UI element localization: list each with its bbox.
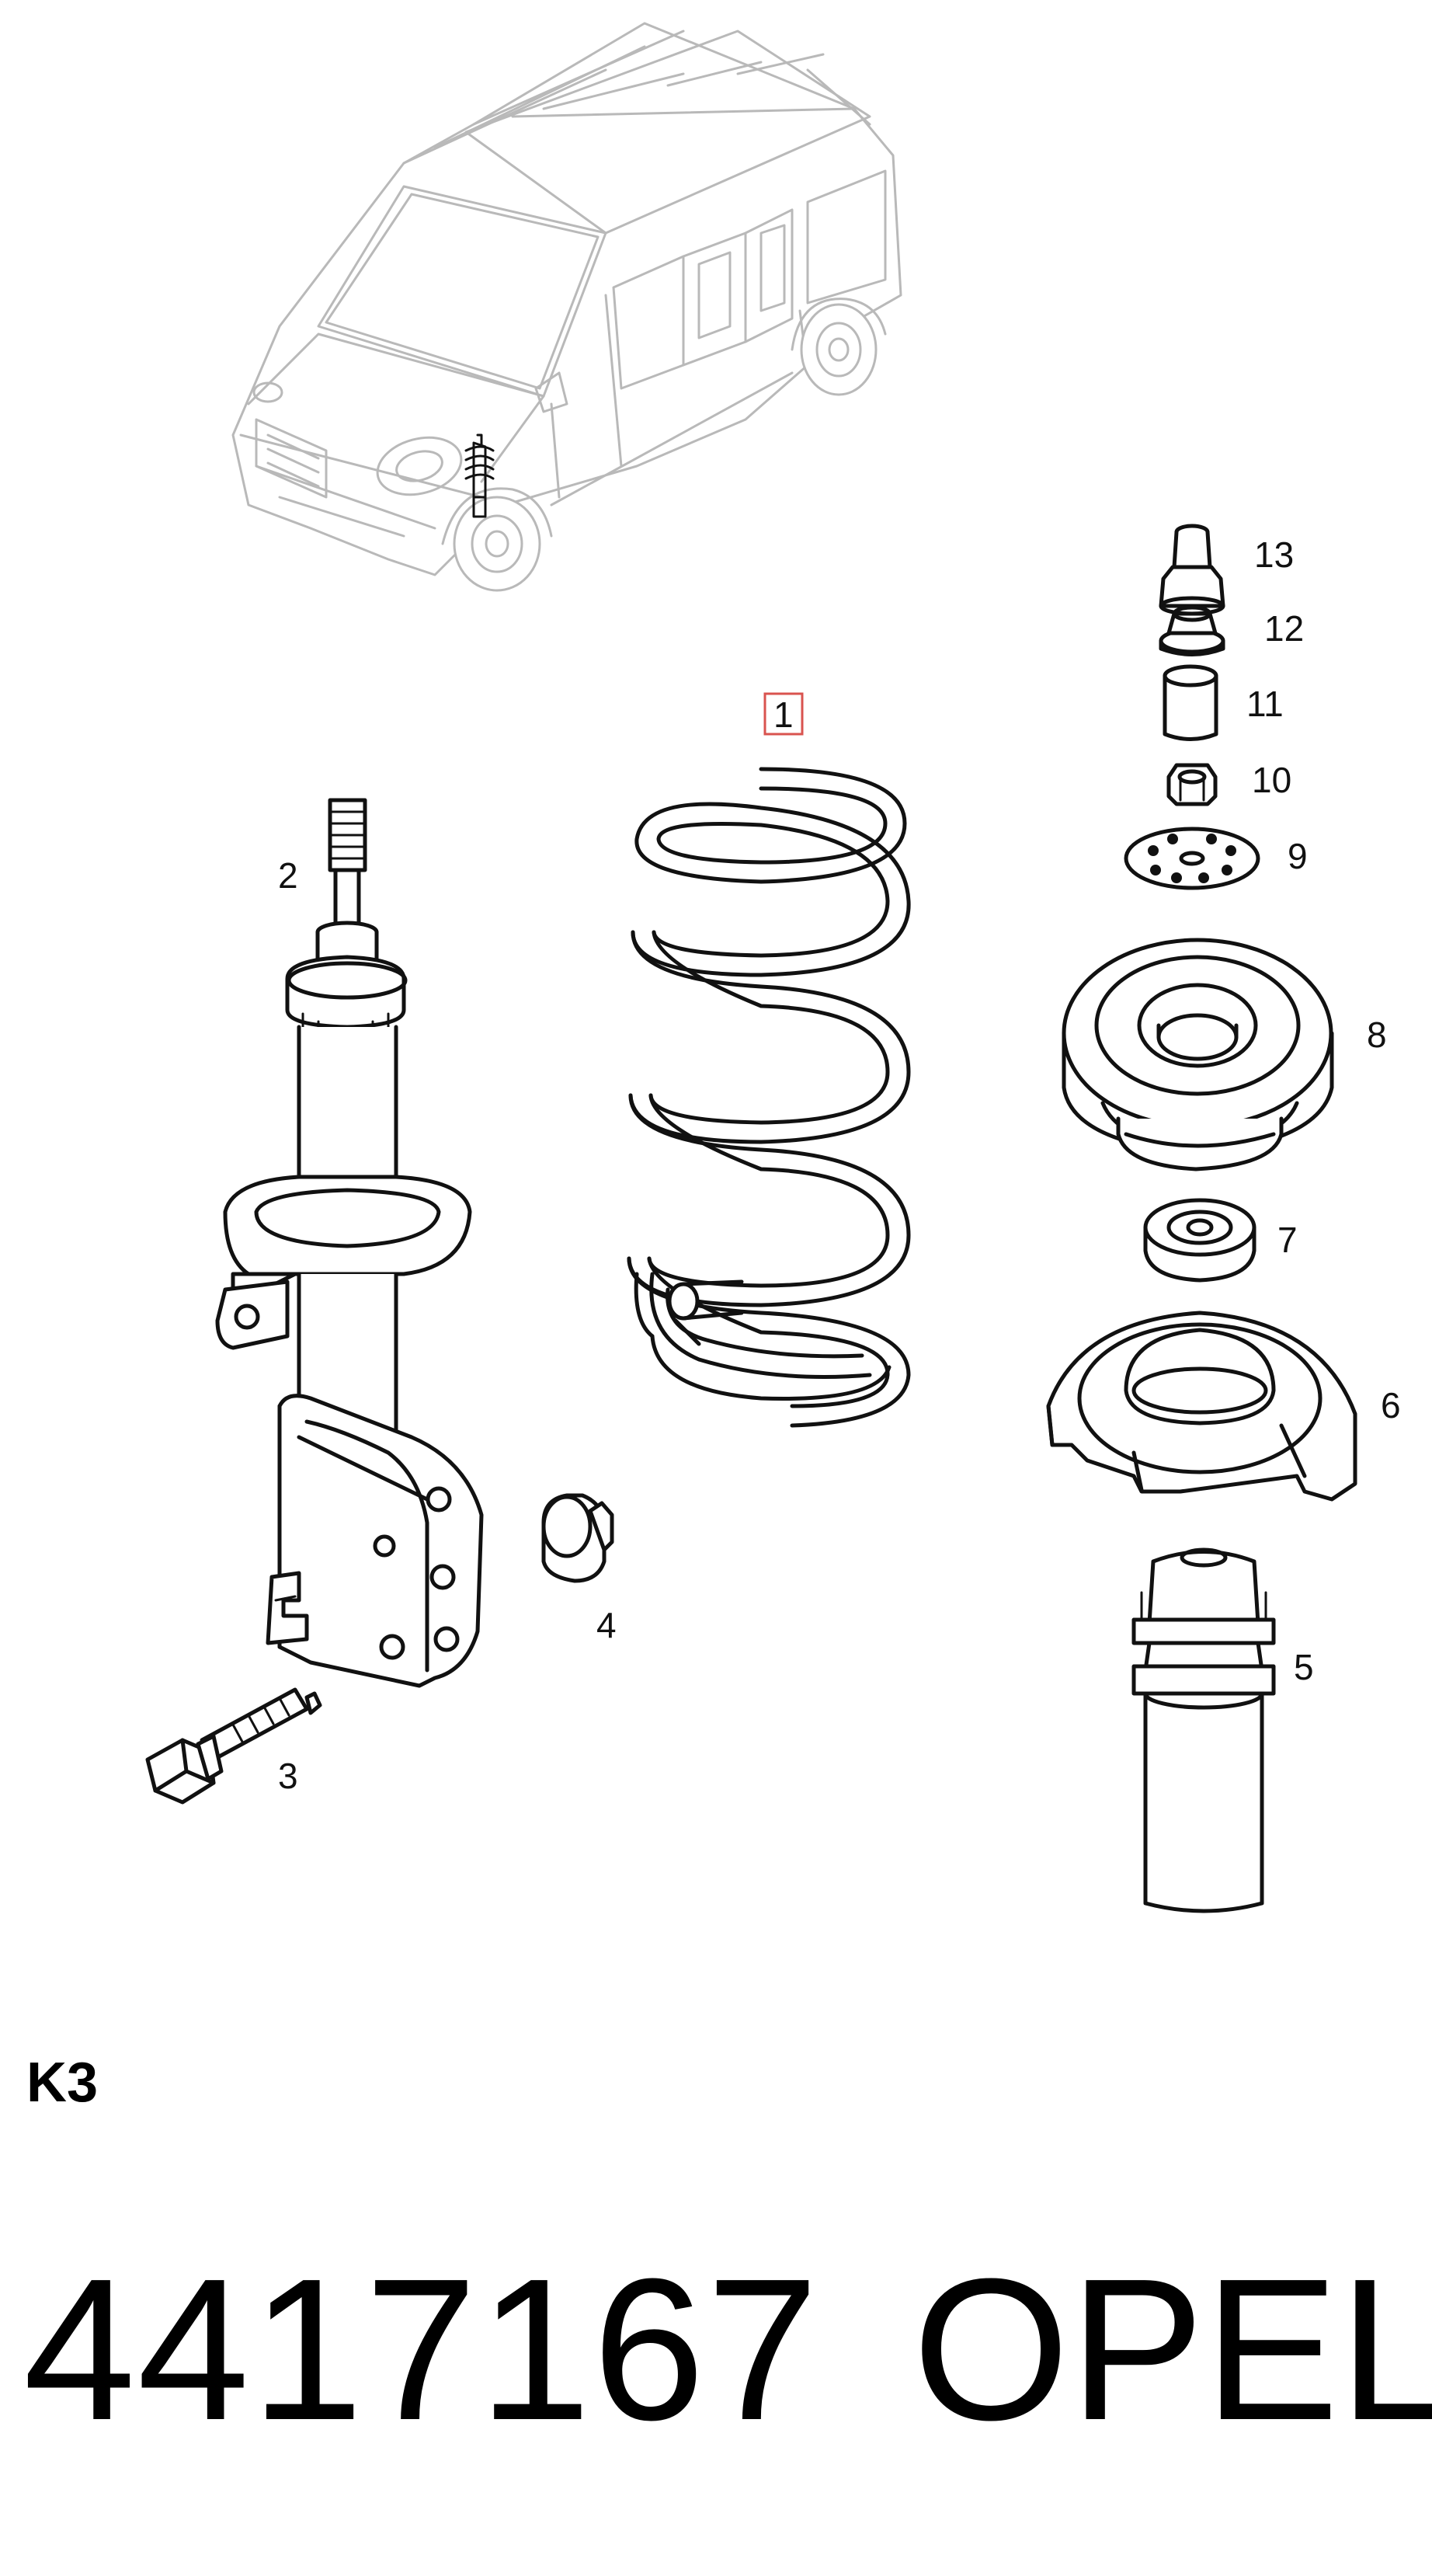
nut	[541, 1493, 614, 1583]
van-illustration	[231, 22, 902, 592]
callout-4: 4	[596, 1605, 617, 1645]
callout-2: 2	[278, 855, 298, 896]
flange-nut	[1159, 605, 1225, 656]
callout-10: 10	[1252, 760, 1291, 800]
callout-13: 13	[1254, 534, 1294, 575]
bolt	[145, 1687, 322, 1805]
shock-absorber-strut	[215, 798, 484, 1688]
section-code: K3	[26, 2052, 99, 2114]
callout-6: 6	[1381, 1385, 1401, 1426]
spacer-sleeve	[1163, 664, 1218, 741]
callout-12: 12	[1264, 608, 1304, 649]
brand-name: OPEL	[912, 2237, 1432, 2463]
washer	[1124, 827, 1260, 890]
part-number: 4417167	[23, 2237, 821, 2463]
cap	[1159, 524, 1225, 616]
strut-mount	[1062, 938, 1334, 1171]
hex-nut	[1166, 763, 1218, 806]
callout-1-highlight	[763, 692, 804, 736]
bearing	[1143, 1198, 1256, 1283]
callout-8: 8	[1367, 1015, 1387, 1055]
spring-seat	[1046, 1311, 1357, 1502]
callout-9: 9	[1288, 836, 1308, 876]
coil-spring	[627, 767, 911, 1428]
callout-1: 1	[773, 694, 794, 735]
callout-5: 5	[1294, 1647, 1314, 1687]
callout-7: 7	[1277, 1220, 1298, 1260]
callout-11: 11	[1246, 684, 1284, 724]
strut-location-marker	[464, 433, 495, 518]
callout-3: 3	[278, 1756, 298, 1796]
bump-stop	[1131, 1547, 1276, 1913]
